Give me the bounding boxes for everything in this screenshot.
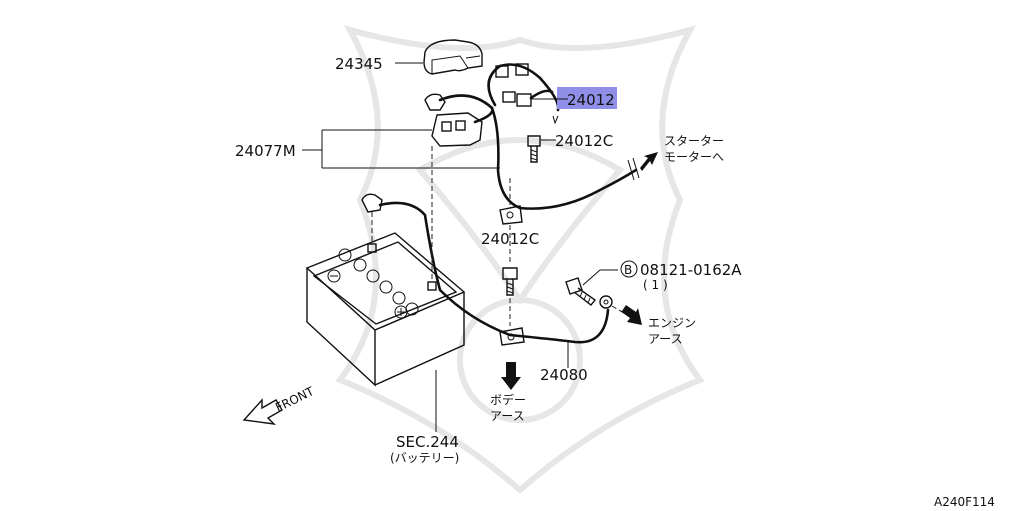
cable-cut-mark — [627, 157, 640, 181]
battery-sec244[interactable] — [305, 232, 466, 387]
callout-24345[interactable]: 24345 — [335, 55, 383, 73]
label-body-2: アース — [490, 409, 525, 423]
leader-24077m — [302, 129, 500, 169]
callout-24077m[interactable]: 24077M — [235, 142, 296, 160]
arrow-to-starter — [640, 152, 658, 171]
leader-08121 — [582, 269, 618, 286]
cable-clamp-link — [473, 106, 494, 124]
battery-clamp-negative[interactable] — [361, 193, 383, 213]
eyelet-terminal-mid[interactable] — [499, 205, 523, 225]
mark-b-circle — [620, 260, 638, 278]
front-direction-arrow — [242, 398, 283, 425]
callout-24080[interactable]: 24080 — [540, 366, 588, 384]
cable-ground[interactable] — [378, 201, 610, 344]
highlight-24012 — [557, 87, 617, 109]
label-starter-1: スターター — [664, 134, 724, 148]
watermark-emblem — [335, 25, 705, 494]
callout-24012c-mid[interactable]: 24012C — [481, 230, 539, 248]
connector-harness-upper[interactable] — [487, 63, 560, 125]
callout-08121[interactable]: 08121-0162A — [640, 261, 742, 279]
callout-08121-qty: ( 1 ) — [643, 278, 668, 292]
bolt-24012c-top[interactable] — [527, 135, 541, 163]
eyelet-engine-ground[interactable] — [599, 295, 613, 309]
eyelet-body-ground[interactable] — [499, 327, 525, 346]
mark-b: B — [624, 263, 632, 277]
callout-24012[interactable]: 24012 — [567, 91, 615, 109]
label-engine-1: エンジン — [648, 316, 696, 330]
terminal-cover-24345[interactable] — [423, 39, 483, 75]
callout-sec244[interactable]: SEC.244 — [396, 433, 459, 451]
callout-sec244-sub: (バッテリー) — [390, 451, 459, 465]
callout-24012c-top[interactable]: 24012C — [555, 132, 613, 150]
label-engine-2: アース — [648, 332, 683, 346]
clamp-terminal-24077m[interactable] — [424, 93, 483, 147]
front-label: FRONT — [273, 384, 317, 415]
arrow-engine-ground — [620, 305, 642, 325]
arrow-body-ground — [501, 362, 521, 390]
cable-starter[interactable] — [438, 94, 638, 210]
bolt-08121-0162a[interactable] — [565, 277, 597, 306]
bolt-24012c-mid[interactable] — [502, 267, 518, 296]
label-starter-2: モーターへ — [664, 150, 724, 164]
label-body-1: ボデー — [490, 392, 526, 407]
figure-code: A240F114 — [934, 495, 995, 509]
